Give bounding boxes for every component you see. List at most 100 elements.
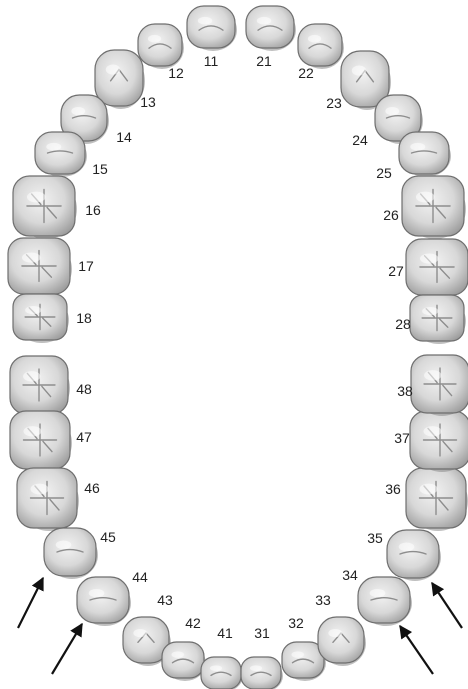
tooth-label-48: 48 bbox=[76, 381, 92, 397]
tooth-label-45: 45 bbox=[100, 529, 116, 545]
tooth-highlight bbox=[291, 651, 304, 657]
tooth-highlight bbox=[420, 254, 439, 264]
tooth-crown bbox=[95, 50, 143, 106]
tooth-12 bbox=[138, 24, 184, 69]
tooth-crown bbox=[77, 577, 129, 623]
tooth-highlight bbox=[370, 589, 386, 597]
tooth-crown bbox=[35, 132, 85, 174]
tooth-18 bbox=[13, 294, 69, 343]
tooth-17 bbox=[8, 238, 72, 297]
tooth-label-15: 15 bbox=[92, 161, 108, 177]
tooth-label-35: 35 bbox=[367, 530, 383, 546]
tooth-label-13: 13 bbox=[140, 94, 156, 110]
tooth-highlight bbox=[89, 589, 105, 597]
tooth-label-32: 32 bbox=[288, 615, 304, 631]
tooth-crown bbox=[44, 528, 96, 576]
tooth-28 bbox=[410, 295, 466, 344]
tooth-21 bbox=[246, 6, 296, 51]
tooth-label-21: 21 bbox=[256, 53, 272, 69]
tooth-label-41: 41 bbox=[217, 625, 233, 641]
tooth-label-42: 42 bbox=[185, 615, 201, 631]
tooth-crown bbox=[138, 24, 182, 66]
tooth-label-44: 44 bbox=[132, 569, 148, 585]
tooth-crown bbox=[318, 617, 364, 663]
tooth-label-23: 23 bbox=[326, 95, 342, 111]
tooth-label-17: 17 bbox=[78, 258, 94, 274]
tooth-label-26: 26 bbox=[383, 207, 399, 223]
tooth-highlight bbox=[308, 35, 321, 43]
tooth-highlight bbox=[399, 542, 415, 551]
tooth-38 bbox=[411, 355, 468, 416]
tooth-41 bbox=[201, 657, 243, 689]
tooth-crown bbox=[387, 530, 439, 578]
tooth-label-18: 18 bbox=[76, 310, 92, 326]
tooth-16 bbox=[13, 176, 77, 239]
arrow-2-to-tooth-44 bbox=[52, 624, 82, 674]
tooth-highlight bbox=[24, 426, 42, 436]
teeth-layer bbox=[8, 6, 468, 689]
tooth-crown bbox=[241, 657, 281, 689]
tooth-48 bbox=[10, 356, 70, 417]
tooth-13 bbox=[95, 50, 145, 109]
tooth-highlight bbox=[420, 484, 438, 495]
tooth-label-33: 33 bbox=[315, 592, 331, 608]
tooth-highlight bbox=[410, 143, 425, 151]
tooth-label-31: 31 bbox=[254, 625, 270, 641]
tooth-highlight bbox=[198, 17, 212, 25]
tooth-crown bbox=[246, 6, 294, 48]
tooth-label-22: 22 bbox=[298, 65, 314, 81]
tooth-highlight bbox=[328, 629, 342, 637]
tooth-label-11: 11 bbox=[204, 53, 219, 69]
tooth-25 bbox=[399, 132, 451, 177]
tooth-45 bbox=[44, 528, 98, 579]
tooth-31 bbox=[241, 657, 283, 689]
tooth-44 bbox=[77, 577, 131, 626]
tooth-label-43: 43 bbox=[157, 592, 173, 608]
tooth-highlight bbox=[22, 253, 41, 263]
tooth-highlight bbox=[416, 192, 435, 203]
tooth-highlight bbox=[25, 306, 41, 314]
tooth-crown bbox=[298, 24, 342, 66]
tooth-label-12: 12 bbox=[168, 65, 184, 81]
tooth-label-27: 27 bbox=[388, 263, 404, 279]
tooth-highlight bbox=[133, 629, 147, 637]
tooth-15 bbox=[35, 132, 87, 177]
tooth-label-46: 46 bbox=[84, 480, 100, 496]
tooth-highlight bbox=[171, 651, 184, 657]
tooth-crown bbox=[187, 6, 235, 48]
tooth-34 bbox=[358, 577, 412, 626]
tooth-highlight bbox=[422, 307, 438, 315]
tooth-highlight bbox=[352, 66, 366, 76]
tooth-27 bbox=[406, 239, 468, 298]
tooth-crown bbox=[399, 132, 449, 174]
tooth-highlight bbox=[56, 540, 72, 549]
tooth-crown bbox=[162, 642, 204, 678]
tooth-highlight bbox=[46, 143, 61, 151]
tooth-label-47: 47 bbox=[76, 429, 92, 445]
tooth-highlight bbox=[424, 426, 442, 436]
tooth-label-14: 14 bbox=[116, 129, 132, 145]
arrow-1-to-tooth-45 bbox=[18, 578, 43, 628]
tooth-33 bbox=[318, 617, 366, 666]
tooth-36 bbox=[406, 468, 468, 531]
tooth-47 bbox=[10, 411, 72, 472]
tooth-46 bbox=[17, 468, 79, 531]
tooth-label-25: 25 bbox=[376, 165, 392, 181]
tooth-crown bbox=[358, 577, 410, 623]
tooth-highlight bbox=[31, 484, 49, 495]
arrow-4-to-tooth-35 bbox=[432, 583, 462, 628]
tooth-42 bbox=[162, 642, 206, 681]
tooth-26 bbox=[402, 176, 466, 239]
tooth-label-28: 28 bbox=[395, 316, 411, 332]
tooth-label-16: 16 bbox=[85, 202, 101, 218]
tooth-37 bbox=[410, 411, 468, 472]
tooth-label-37: 37 bbox=[394, 430, 410, 446]
tooth-highlight bbox=[385, 107, 399, 115]
labels-layer: 1112131415161718212223242526272848474645… bbox=[76, 53, 413, 641]
tooth-crown bbox=[201, 657, 241, 689]
tooth-highlight bbox=[424, 370, 441, 380]
arrow-3-to-tooth-34 bbox=[400, 626, 433, 674]
tooth-11 bbox=[187, 6, 237, 51]
tooth-22 bbox=[298, 24, 344, 69]
